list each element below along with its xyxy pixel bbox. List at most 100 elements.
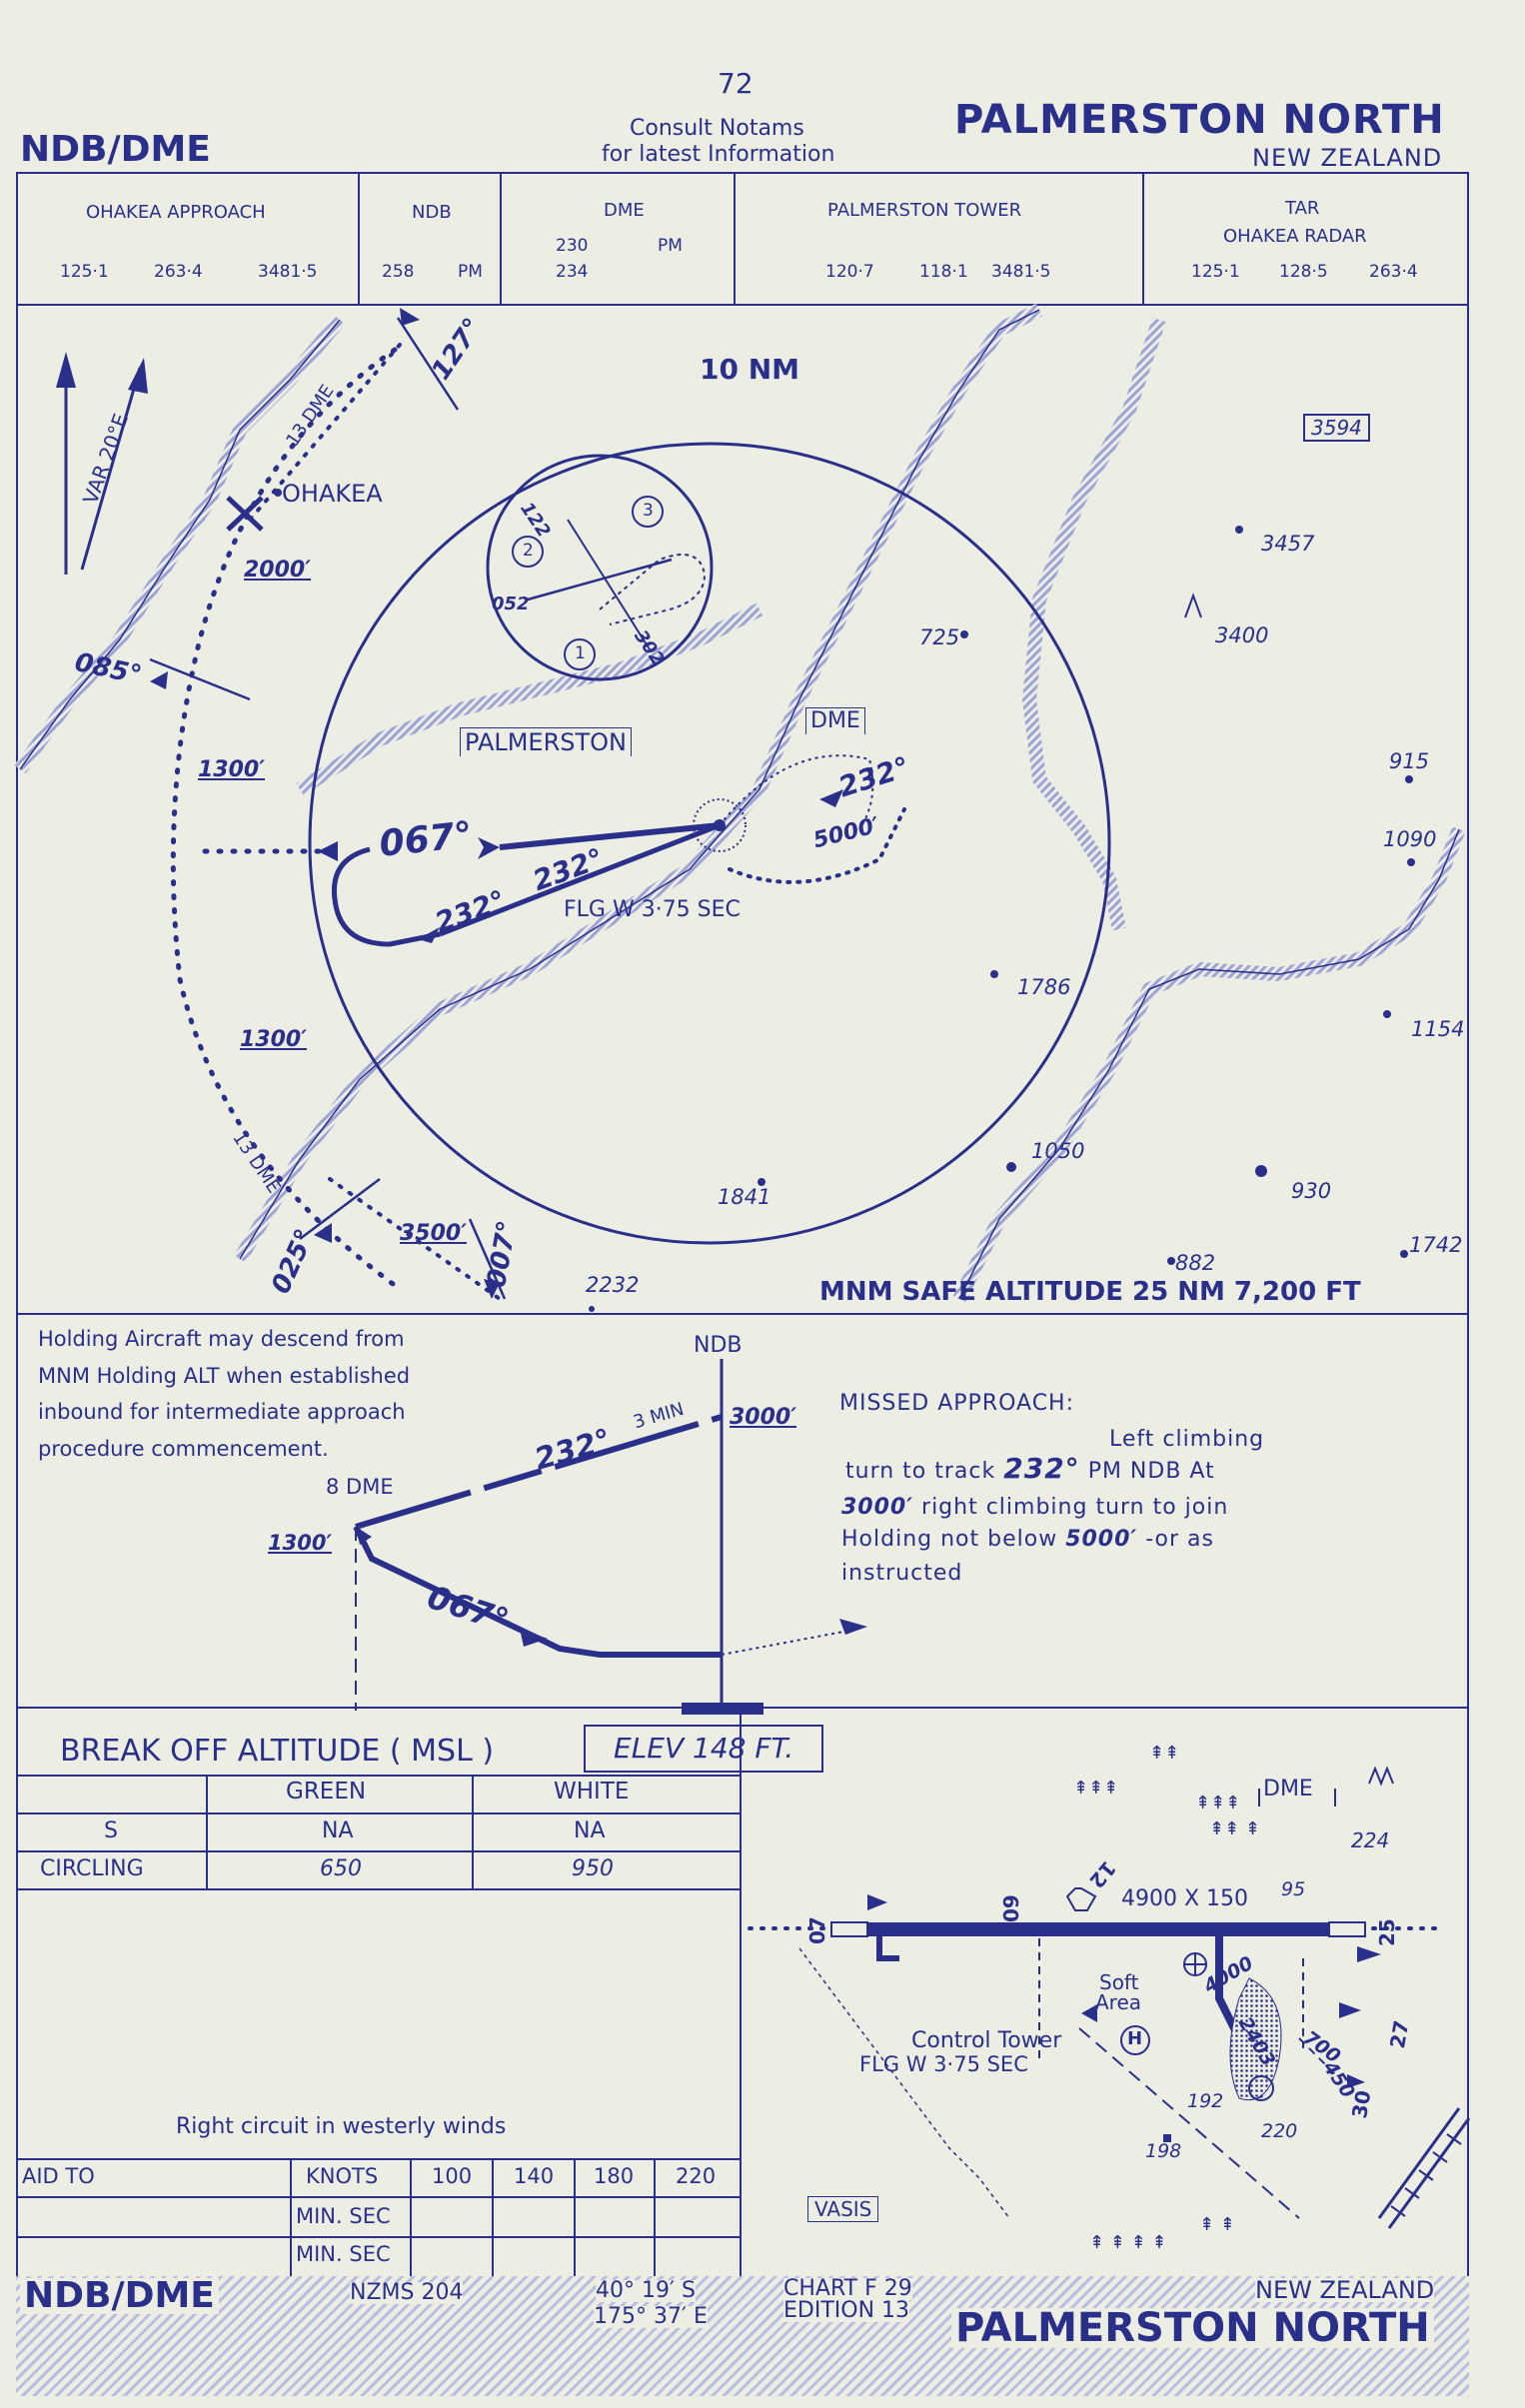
alt-2000: 2000′ <box>244 558 312 583</box>
freq-ndb-title: NDB <box>412 202 452 223</box>
ndb-symbol <box>693 798 747 852</box>
inset-fix-1: 1 <box>575 643 586 663</box>
freq-tar-3: 263·4 <box>1369 262 1418 282</box>
spot-1786: 1786 <box>1017 975 1071 999</box>
freq-tar-2: 128·5 <box>1279 262 1328 282</box>
control-tower-label: Control Tower <box>911 2028 1062 2053</box>
inset-fix-3: 3 <box>643 501 654 521</box>
spot-915: 915 <box>1389 749 1430 773</box>
timing-speed-140: 140 <box>514 2164 555 2188</box>
notam-notice-line2: for latest Information <box>602 142 835 167</box>
aerodrome-dme: DME <box>1263 1777 1313 1802</box>
rwy-27: 27 <box>1385 2018 1414 2050</box>
spot-1050: 1050 <box>1031 1139 1085 1163</box>
spot-192: 192 <box>1187 2090 1224 2112</box>
aerodrome-dme-elev: 224 <box>1351 1828 1390 1852</box>
freq-ohakea-approach-1: 125·1 <box>60 262 109 282</box>
spot-1090: 1090 <box>1383 827 1437 851</box>
missed-approach-title: MISSED APPROACH: <box>839 1391 1075 1416</box>
footer-latitude: 40° 19′ S <box>596 2278 696 2303</box>
inset-fix-2: 2 <box>523 541 534 561</box>
holding-note-line4: procedure commencement. <box>38 1437 329 1461</box>
freq-tower-3: 3481·5 <box>991 262 1051 282</box>
range-ring-label: 10 NM <box>700 353 800 386</box>
profile-alt-3000: 3000′ <box>730 1405 797 1430</box>
timing-knots: KNOTS <box>306 2164 379 2188</box>
ndb-name-label: PALMERSTON <box>460 727 633 756</box>
timing-table <box>16 2158 742 2276</box>
break-off-altitude-title: BREAK OFF ALTITUDE ( MSL ) <box>60 1734 495 1769</box>
inset-052: 052 <box>492 594 530 614</box>
freq-tar-title: TAR <box>1285 198 1320 219</box>
svg-text:⇞ ⇞ ⇞ ⇞: ⇞ ⇞ ⇞ ⇞ <box>1089 2232 1167 2253</box>
spot-1154: 1154 <box>1411 1017 1465 1041</box>
svg-text:⇞⇞ ⇞: ⇞⇞ ⇞ <box>1209 1818 1260 1839</box>
rwy-09: 09 <box>999 1894 1023 1922</box>
spot-725: 725 <box>919 625 960 649</box>
minima-row-s-white: NA <box>574 1818 606 1843</box>
profile-8-dme: 8 DME <box>326 1475 394 1499</box>
missed-3a: 3000′ <box>841 1495 914 1520</box>
alt-3500: 3500′ <box>400 1221 468 1246</box>
missed-4a: Holding not below <box>841 1527 1066 1552</box>
freq-tower-2: 118·1 <box>919 262 968 282</box>
vasis-label: VASIS <box>807 2196 879 2222</box>
spot-1742: 1742 <box>1409 1233 1463 1257</box>
alt-1300-b: 1300′ <box>240 1027 308 1052</box>
freq-dme-1: 230 <box>556 236 589 256</box>
footer-nzms: NZMS 204 <box>350 2280 464 2305</box>
timing-speed-180: 180 <box>594 2164 635 2188</box>
svg-text:⇞⇞: ⇞⇞ <box>1149 1743 1179 1764</box>
rwy-07: 07 <box>805 1916 829 1944</box>
spot-3400: 3400 <box>1215 623 1269 647</box>
timing-speed-100: 100 <box>432 2164 473 2188</box>
svg-text:⇞⇞⇞: ⇞⇞⇞ <box>1073 1778 1118 1799</box>
missed-4c: -or as <box>1137 1527 1214 1552</box>
missed-2c: PM NDB At <box>1087 1459 1215 1484</box>
missed-3b: right climbing turn to join <box>913 1495 1229 1520</box>
procedure-type: NDB/DME <box>20 129 211 170</box>
airport-name: PALMERSTON NORTH <box>954 97 1445 143</box>
minima-table <box>16 1775 742 1890</box>
ten-nm-ring <box>308 442 1111 1245</box>
holding-note-line3: inbound for intermediate approach <box>38 1400 406 1424</box>
minima-row-s-green: NA <box>322 1818 354 1843</box>
minima-row-circling-label: CIRCLING <box>40 1856 144 1881</box>
inbound-track-067 <box>499 822 721 850</box>
freq-tower-1: 120·7 <box>825 262 874 282</box>
freq-ohakea-approach-title: OHAKEA APPROACH <box>86 202 266 223</box>
dme-box-label: DME <box>805 707 865 734</box>
missed-2a: turn to track <box>845 1459 996 1484</box>
missed-approach-line4: Holding not below 5000′ -or as <box>841 1529 1214 1551</box>
beacon-flg: FLG W 3·75 SEC <box>564 897 741 922</box>
soft-area-line2: Area <box>1095 1990 1142 2014</box>
timing-minsec-2: MIN. SEC <box>296 2242 391 2266</box>
missed-4b: 5000′ <box>1065 1527 1138 1552</box>
svg-text:⇞ ⇞: ⇞ ⇞ <box>1199 2214 1235 2235</box>
alt-1300-a: 1300′ <box>198 757 266 782</box>
freq-ndb-1: 258 <box>382 262 415 282</box>
notam-notice-line1: Consult Notams <box>630 116 804 141</box>
timing-aid-to: AID TO <box>22 2164 95 2188</box>
footer-airport: PALMERSTON NORTH <box>951 2308 1434 2348</box>
footer-longitude: 175° 37′ E <box>594 2304 708 2329</box>
spot-3594: 3594 <box>1303 414 1370 442</box>
spot-198: 198 <box>1145 2140 1182 2162</box>
spot-2232: 2232 <box>586 1273 640 1297</box>
holding-note-line2: MNM Holding ALT when established <box>38 1364 411 1388</box>
rwy-25: 25 <box>1375 1918 1399 1946</box>
freq-ohakea-approach-3: 3481·5 <box>258 262 318 282</box>
freq-dme-2: PM <box>658 236 683 256</box>
aerodrome-beacon: FLG W 3·75 SEC <box>859 2052 1028 2076</box>
aerodrome-elevation: ELEV 148 FT. <box>584 1725 824 1773</box>
missed-approach-line5: instructed <box>841 1561 963 1586</box>
footer-procedure-type: NDB/DME <box>20 2278 219 2314</box>
minima-row-s-label: S <box>104 1818 118 1843</box>
spot-3457: 3457 <box>1261 532 1315 556</box>
minimum-safe-altitude: MNM SAFE ALTITUDE 25 NM 7,200 FT <box>819 1277 1361 1307</box>
minima-row-circling-white: 950 <box>572 1856 614 1881</box>
profile-alt-1300: 1300′ <box>268 1531 332 1555</box>
footer-country: NEW ZEALAND <box>1255 2276 1435 2304</box>
footer-edition: EDITION 13 <box>783 2298 910 2323</box>
